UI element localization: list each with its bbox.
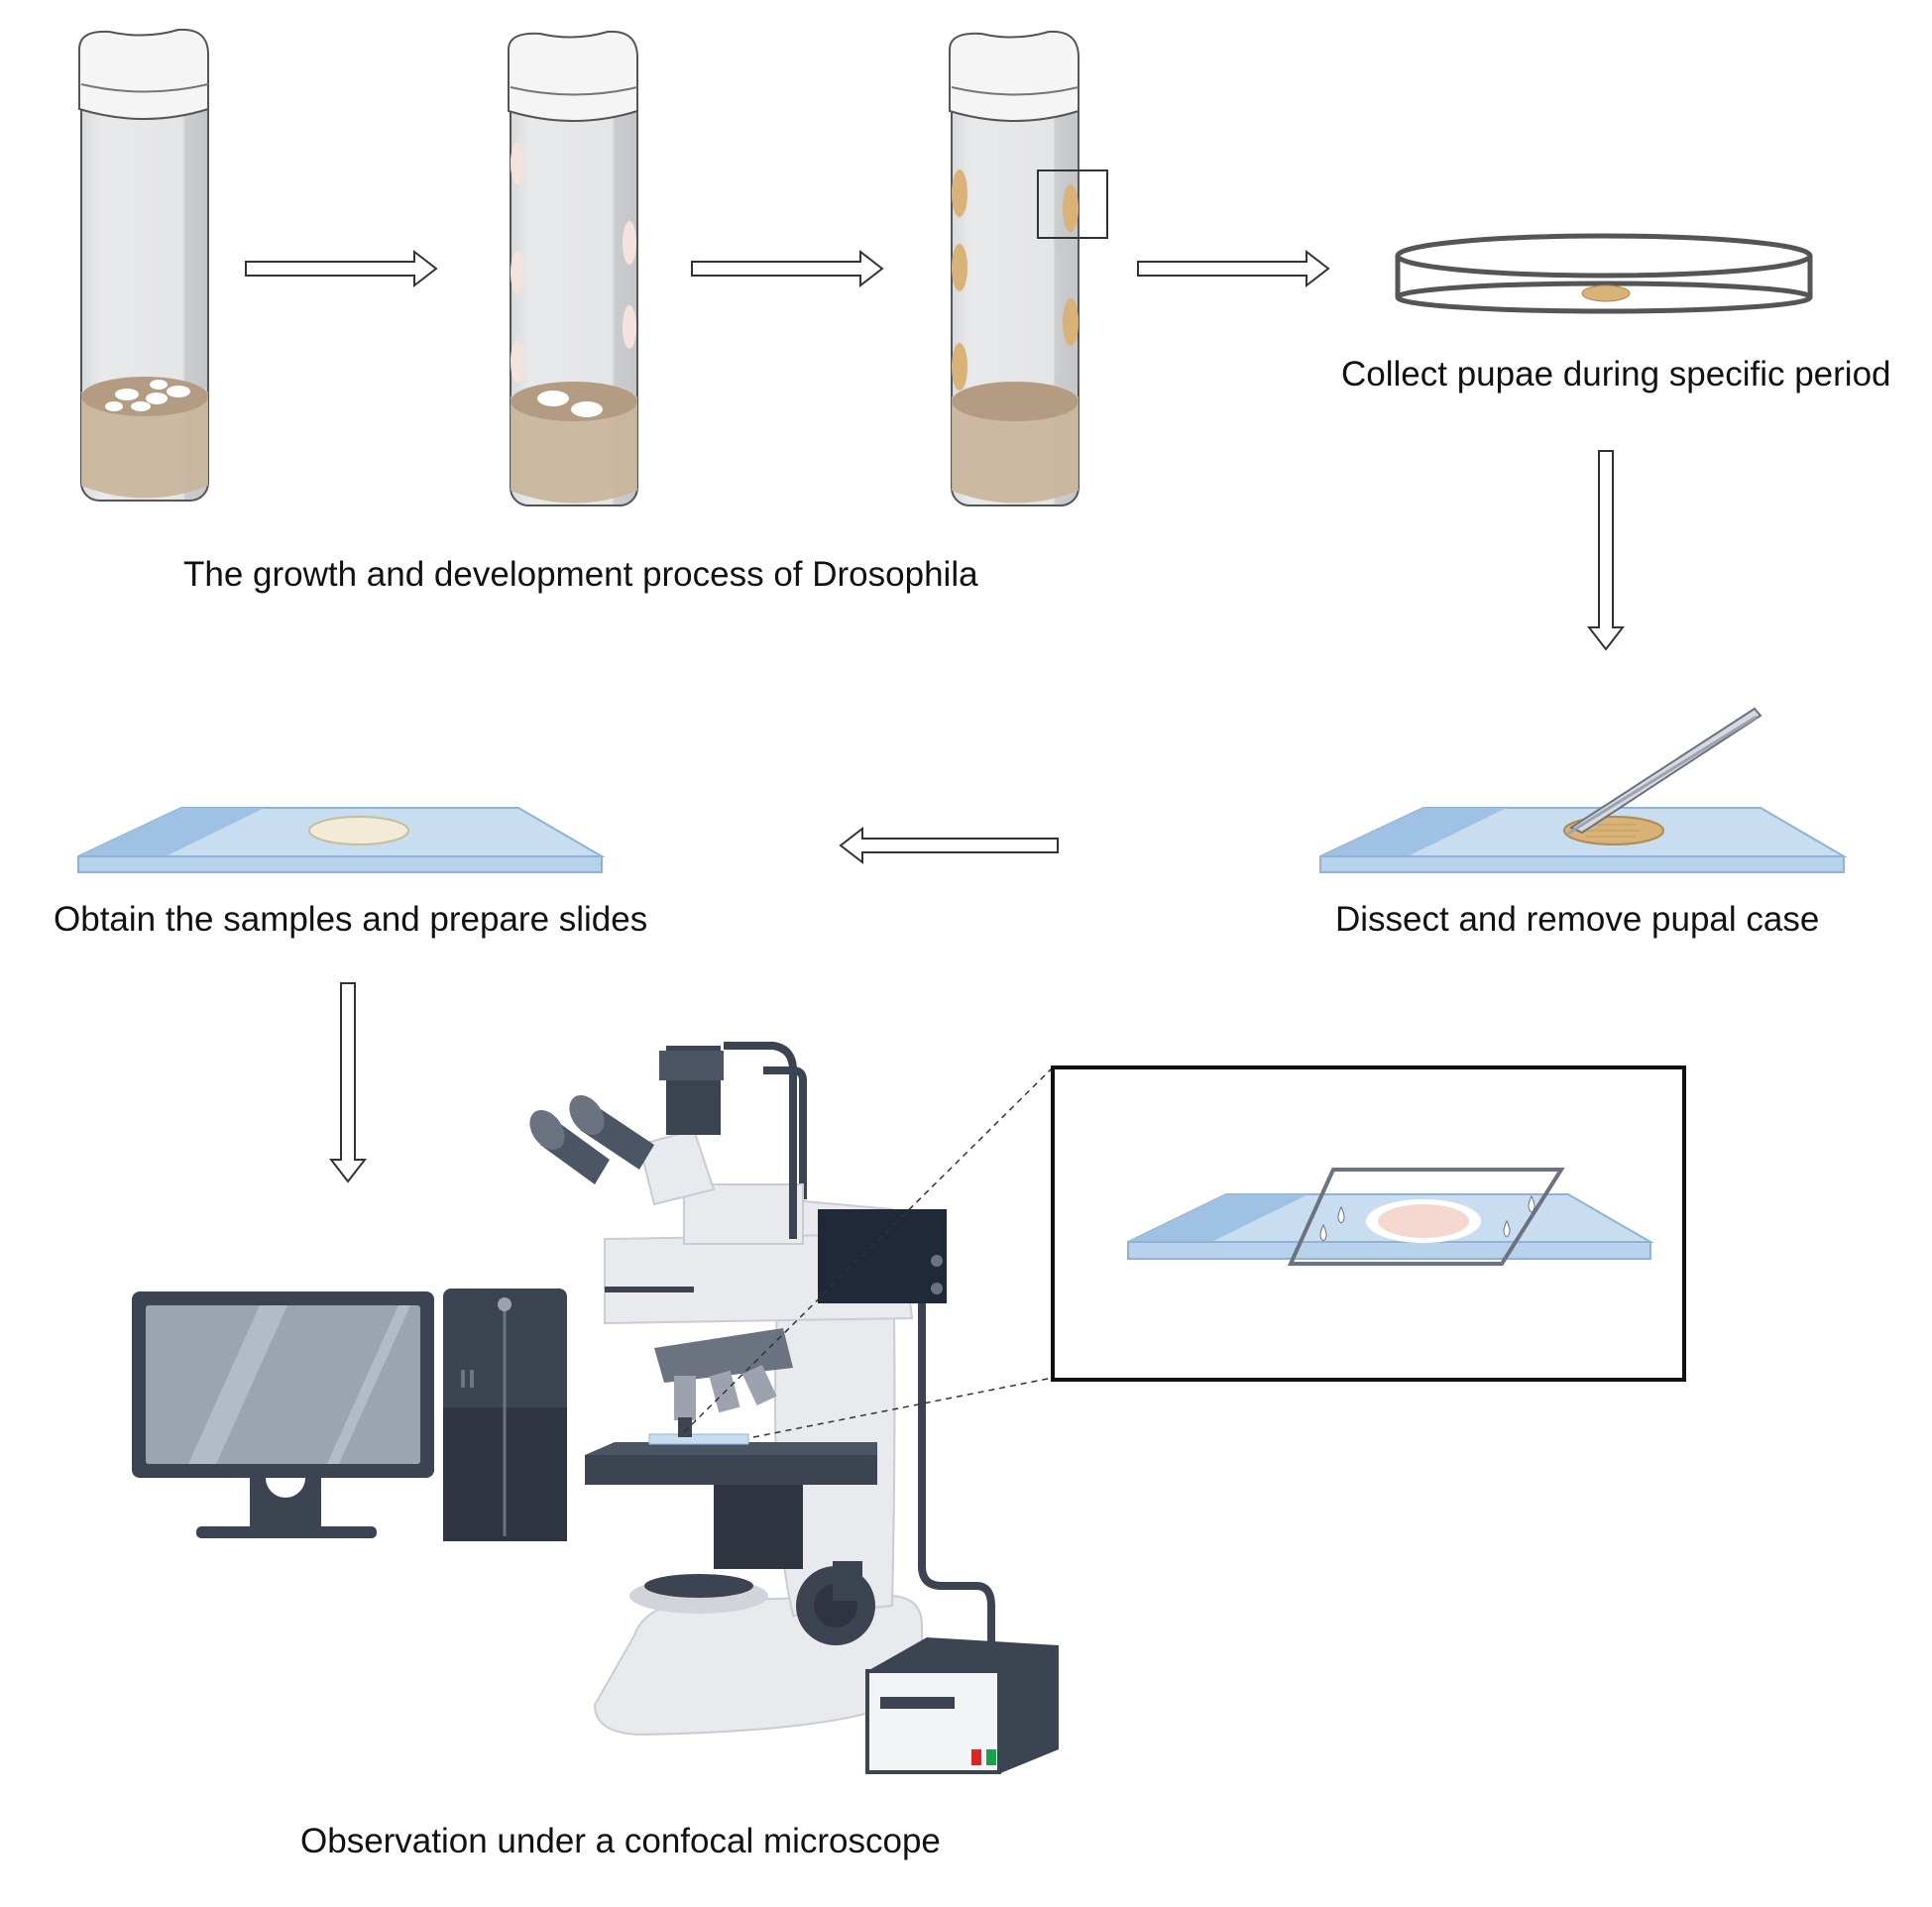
glass-slide-icon — [1127, 1168, 1654, 1266]
step-label-growth: The growth and development process of Dr… — [183, 555, 978, 594]
computer-tower-icon — [443, 1289, 567, 1541]
microscope-icon — [529, 1042, 995, 1737]
arrow-down-1 — [1586, 450, 1626, 651]
vial-icon — [508, 30, 638, 506]
forceps-icon — [1565, 707, 1762, 837]
petri-dish-icon — [1395, 233, 1813, 314]
step-label-observe: Observation under a confocal microscope — [300, 1822, 941, 1860]
vial-icon — [949, 30, 1108, 506]
step-label-collect: Collect pupae during specific period — [1341, 355, 1891, 393]
arrow-left — [839, 826, 1059, 865]
arrow-right-1 — [245, 249, 438, 288]
vial-icon — [78, 28, 209, 502]
glass-slide-icon — [77, 807, 606, 873]
glass-slide-icon — [1319, 807, 1848, 873]
power-supply-icon — [865, 1637, 1059, 1774]
arrow-down-2 — [328, 982, 368, 1183]
arrow-right-2 — [691, 249, 884, 288]
monitor-icon — [132, 1291, 434, 1538]
step-label-obtain: Obtain the samples and prepare slides — [54, 900, 648, 939]
step-label-dissect: Dissect and remove pupal case — [1335, 900, 1820, 939]
arrow-right-3 — [1137, 249, 1330, 288]
